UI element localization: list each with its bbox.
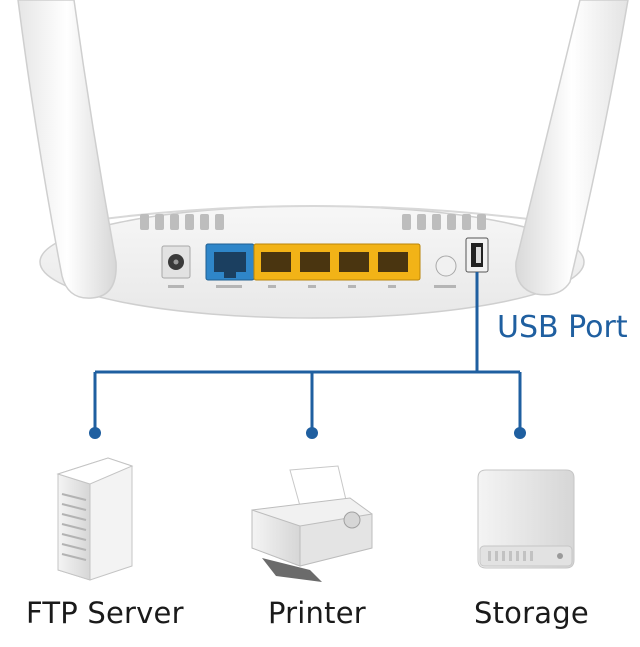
vent-left <box>140 214 224 230</box>
ftp-server-label: FTP Server <box>26 596 184 630</box>
power-jack <box>161 245 191 279</box>
antenna-left <box>17 0 117 299</box>
printer-label: Printer <box>268 596 366 630</box>
connector-lines <box>93 272 522 433</box>
router <box>39 205 585 319</box>
connector-dot-printer <box>306 427 318 439</box>
antenna-right <box>515 0 629 296</box>
usb-port <box>465 237 489 273</box>
wan-port <box>205 243 255 281</box>
printer-icon <box>251 465 373 582</box>
ftp-server-icon <box>56 457 134 581</box>
connector-dot-ftp <box>89 427 101 439</box>
storage-label: Storage <box>474 596 589 630</box>
usb-port-label: USB Port <box>497 310 628 345</box>
connector-dot-storage <box>514 427 526 439</box>
reset-button <box>435 255 457 277</box>
storage-icon <box>477 469 575 569</box>
vent-right <box>402 214 486 230</box>
lan-ports <box>253 243 421 281</box>
